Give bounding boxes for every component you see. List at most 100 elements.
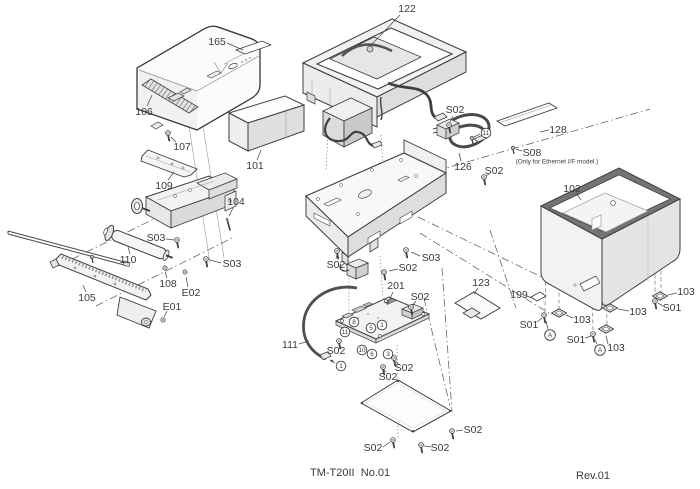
part-label-s08-note: (Only for Ethernet I/F model.) — [516, 159, 599, 166]
part-label-s01-3: S01 — [663, 302, 682, 314]
leader-line-107 — [170, 136, 177, 143]
rubber-foot-inner — [554, 310, 564, 316]
part-105-cutter-rail — [49, 253, 157, 329]
part-label-103-1: 103 — [573, 314, 591, 326]
circled-ref-label-A-9: A — [548, 332, 553, 339]
leader-line-s02-3 — [335, 254, 338, 260]
washer-center — [184, 271, 186, 273]
part-label-s01-1: S01 — [520, 319, 539, 331]
part-123-plate — [454, 291, 501, 320]
footer-revision: Rev.01 — [576, 470, 611, 482]
leader-line-109 — [167, 171, 175, 181]
part-109-plate — [140, 149, 198, 178]
circled-ref-label-1-3: 1 — [380, 322, 384, 329]
leader-line-s02-4 — [388, 268, 399, 272]
part-126-cable — [432, 113, 491, 149]
leader-line-circled-9 — [545, 320, 549, 330]
leader-line-104 — [228, 207, 234, 217]
screw-shaft — [512, 148, 515, 155]
hardware-layer — [89, 122, 669, 454]
pin — [226, 218, 231, 231]
leader-line-103-1 — [565, 314, 574, 319]
part-199-pad — [530, 291, 547, 302]
part-101-cushion — [227, 95, 306, 152]
part-label-111: 111 — [282, 339, 298, 351]
circled-ref-A-10 — [594, 344, 606, 356]
left-mechanism-frame — [131, 172, 238, 229]
part-label-s02-9: S02 — [464, 424, 483, 436]
part-label-s02-3: S02 — [327, 259, 346, 271]
circled-ref-label-6-6: 6 — [370, 351, 374, 358]
circled-ref-label-1-8: 1 — [339, 363, 343, 370]
rubber-foot-inner — [605, 305, 615, 311]
part-label-s03-2: S03 — [223, 258, 242, 270]
leader-line-s02-9 — [455, 429, 464, 432]
part-label-109: 109 — [155, 180, 173, 192]
part-label-105: 105 — [78, 292, 96, 304]
part-201-pcb — [334, 296, 431, 344]
leader-line-e01 — [163, 310, 168, 318]
leader-line-106 — [146, 94, 153, 107]
part-label-s02-11: S02 — [431, 442, 450, 454]
leader-line-s02-1 — [449, 115, 454, 123]
part-label-s03-3: S03 — [422, 252, 441, 264]
leader-line-199 — [526, 295, 533, 299]
leader-line-s01-2 — [584, 335, 592, 339]
leader-line-105 — [82, 284, 87, 293]
leader-line-s01-1 — [536, 317, 543, 323]
part-label-122: 122 — [398, 3, 416, 15]
part-122-mechanism-assembly — [301, 18, 468, 149]
circled-ref-8-1 — [348, 316, 360, 328]
circled-ref-6-6 — [366, 348, 378, 360]
leader-line-165 — [226, 42, 244, 51]
circled-ref-label-10-5: 10 — [358, 347, 366, 354]
part-label-s02-4: S02 — [399, 262, 418, 274]
part-label-103-4: 103 — [677, 286, 695, 298]
leader-line-s02-5 — [412, 300, 417, 306]
leader-line-108 — [164, 271, 168, 279]
leader-line-102 — [575, 192, 582, 201]
leader-line-126 — [458, 152, 462, 162]
leader-line-110 — [127, 246, 131, 255]
part-label-s02-8: S02 — [379, 371, 398, 383]
part-label-102: 102 — [563, 183, 581, 195]
circled-ref-label-8-1: 8 — [352, 319, 356, 326]
part-128-strip — [495, 102, 559, 127]
part-label-107: 107 — [173, 141, 191, 153]
part-111-cable — [302, 285, 358, 363]
footer-model: TM-T20II — [310, 467, 355, 479]
rubber-foot-inner — [601, 326, 611, 332]
part-label-s01-2: S01 — [567, 334, 586, 346]
part-label-123: 123 — [472, 277, 490, 289]
part-label-101: 101 — [246, 160, 264, 172]
leader-line-s03-1 — [165, 238, 175, 241]
leader-line-s08 — [515, 148, 523, 152]
leader-line-111 — [298, 340, 310, 345]
leader-line-103-3 — [617, 308, 630, 312]
leader-line-s02-6 — [338, 342, 341, 347]
part-label-126: 126 — [454, 161, 472, 173]
part-label-s08: S08 — [523, 147, 542, 159]
part-label-199: 199 — [510, 289, 528, 301]
circled-ref-label-3-7: 3 — [386, 351, 390, 358]
part-label-s02-7: S02 — [395, 362, 414, 374]
part-label-s02-5: S02 — [411, 291, 430, 303]
circled-ref-1-3 — [376, 319, 388, 331]
leader-line-122 — [371, 14, 401, 45]
part-label-e02: E02 — [182, 287, 201, 299]
part-102-lower-case — [539, 167, 682, 311]
circled-ref-5-2 — [365, 322, 377, 334]
leader-line-103-4 — [667, 292, 678, 296]
part-label-s02-10: S02 — [364, 442, 383, 454]
part-110-platen-roller — [103, 224, 173, 261]
leader-line-103-2 — [605, 335, 609, 345]
circled-ref-label-11-4: 11 — [342, 329, 349, 336]
leader-line-circled-10 — [594, 339, 598, 345]
rubber-foot-inner — [655, 293, 665, 299]
part-label-e01: E01 — [163, 301, 182, 313]
leader-line-s01-3 — [657, 302, 664, 307]
part-label-104: 104 — [227, 196, 245, 208]
part-165-sticker — [223, 40, 273, 65]
